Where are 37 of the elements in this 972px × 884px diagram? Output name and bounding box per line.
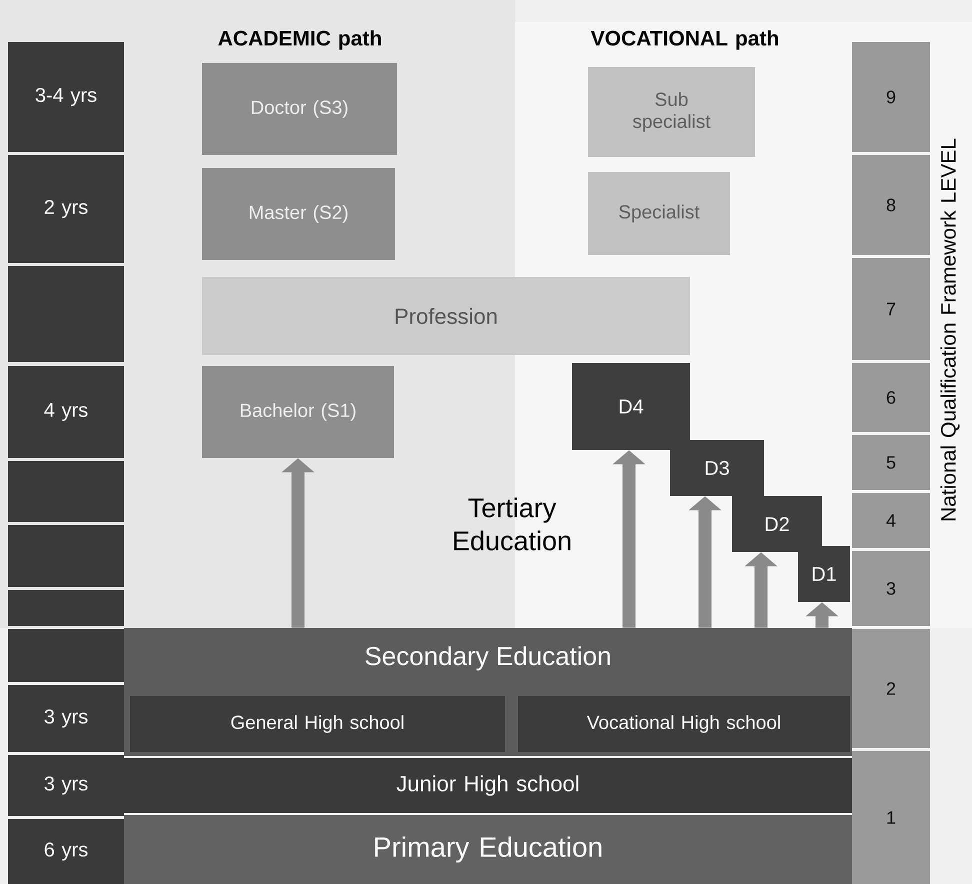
degree-box: Bachelor (S1) [202, 366, 394, 458]
year-box: 3 yrs [8, 685, 124, 752]
degree-box: Sub specialist [588, 67, 755, 157]
year-box [8, 266, 124, 362]
year-box: 4 yrs [8, 366, 124, 458]
year-box: 3-4 yrs [8, 42, 124, 152]
school-box: Vocational High school [518, 696, 850, 752]
node-label: 3 yrs [44, 776, 88, 795]
level-box: 6 [852, 363, 930, 432]
school-box: General High school [130, 696, 505, 752]
level-box: 5 [852, 435, 930, 490]
diploma-box: D2 [732, 496, 822, 552]
year-box [8, 629, 124, 682]
node-label: Junior High school [396, 775, 578, 796]
year-box: 2 yrs [8, 155, 124, 263]
level-box: 1 [852, 751, 930, 884]
diploma-box: D4 [572, 363, 690, 450]
education-band: Primary Education [124, 815, 852, 884]
level-box: 2 [852, 629, 930, 748]
year-box [8, 590, 124, 626]
diploma-box: D1 [798, 546, 850, 602]
year-box [8, 525, 124, 587]
year-box [8, 461, 124, 522]
level-box: 4 [852, 493, 930, 548]
level-box: 3 [852, 551, 930, 626]
degree-box: Doctor (S3) [202, 63, 397, 155]
diploma-box: D3 [670, 440, 764, 496]
degree-box: Specialist [588, 172, 730, 255]
degree-box: Master (S2) [202, 168, 395, 260]
level-box: 7 [852, 258, 930, 360]
profession-bar: Profession [202, 277, 690, 355]
level-box: 9 [852, 42, 930, 152]
axis-title: National Qualification Framework LEVEL [940, 138, 960, 520]
section-label: Tertiary Education [454, 498, 570, 550]
level-box: 8 [852, 155, 930, 255]
year-box: 3 yrs [8, 755, 124, 816]
year-box: 6 yrs [8, 819, 124, 884]
